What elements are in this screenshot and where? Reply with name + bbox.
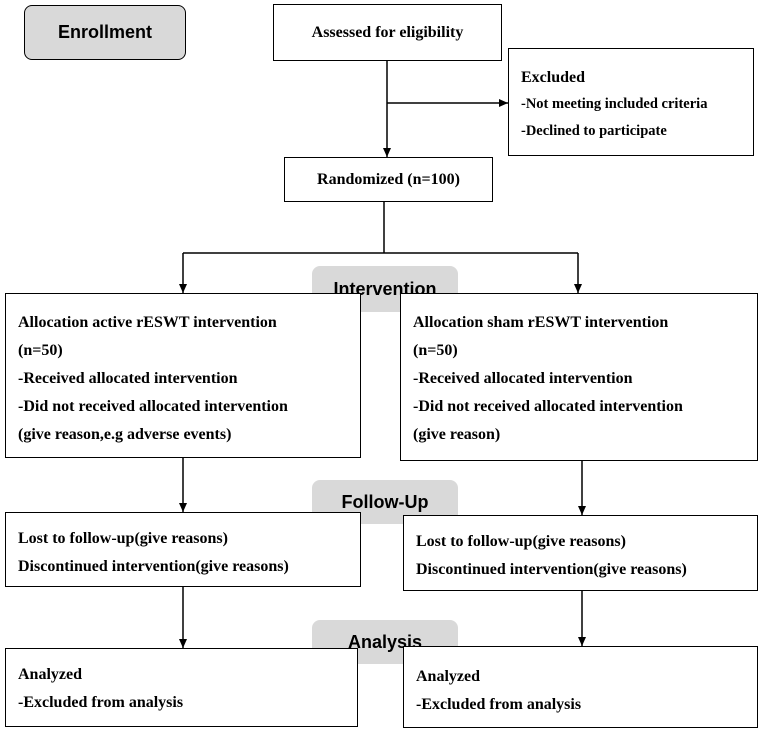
- followup-sham-line: Discontinued intervention(give reasons): [416, 561, 687, 578]
- assessed-text: Assessed for eligibility: [311, 23, 464, 41]
- allocation-sham-line: -Did not received allocated intervention: [413, 398, 683, 415]
- allocation-active-line: -Did not received allocated intervention: [18, 398, 288, 415]
- allocation-sham-line: -Received allocated intervention: [413, 370, 633, 387]
- allocation-sham-line: (give reason): [413, 426, 501, 443]
- followup-sham-line: Lost to follow-up(give reasons): [416, 533, 626, 550]
- analysis-sham-line: Analyzed: [416, 668, 480, 685]
- followup-active-line: Lost to follow-up(give reasons): [18, 530, 228, 547]
- randomized-box: Randomized (n=100): [284, 157, 493, 202]
- followup-sham-box: Lost to follow-up(give reasons) Disconti…: [403, 515, 758, 591]
- analysis-active-box: Analyzed -Excluded from analysis: [5, 648, 358, 727]
- allocation-active-line: (give reason,e.g adverse events): [18, 426, 232, 443]
- allocation-sham-line: Allocation sham rESWT intervention: [413, 314, 669, 331]
- allocation-sham-line: (n=50): [413, 342, 458, 359]
- excluded-reason-1: -Not meeting included criteria: [521, 96, 708, 112]
- excluded-title: Excluded: [521, 69, 586, 86]
- followup-active-line: Discontinued intervention(give reasons): [18, 558, 289, 575]
- followup-active-box: Lost to follow-up(give reasons) Disconti…: [5, 512, 361, 587]
- analysis-active-line: -Excluded from analysis: [18, 694, 184, 711]
- allocation-active-line: Allocation active rESWT intervention: [18, 314, 277, 331]
- allocation-active-line: (n=50): [18, 342, 63, 359]
- allocation-active-box: Allocation active rESWT intervention (n=…: [5, 293, 361, 458]
- analysis-sham-line: -Excluded from analysis: [416, 696, 582, 713]
- analysis-sham-box: Analyzed -Excluded from analysis: [403, 646, 758, 728]
- stage-label-enrollment: Enrollment: [24, 5, 186, 60]
- randomized-text: Randomized (n=100): [317, 170, 460, 188]
- assessed-box: Assessed for eligibility: [273, 4, 502, 61]
- analysis-active-line: Analyzed: [18, 666, 82, 683]
- excluded-reason-2: -Declined to participate: [521, 123, 667, 139]
- allocation-active-line: -Received allocated intervention: [18, 370, 238, 387]
- excluded-box: Excluded -Not meeting included criteria …: [508, 48, 754, 156]
- allocation-sham-box: Allocation sham rESWT intervention (n=50…: [400, 293, 758, 461]
